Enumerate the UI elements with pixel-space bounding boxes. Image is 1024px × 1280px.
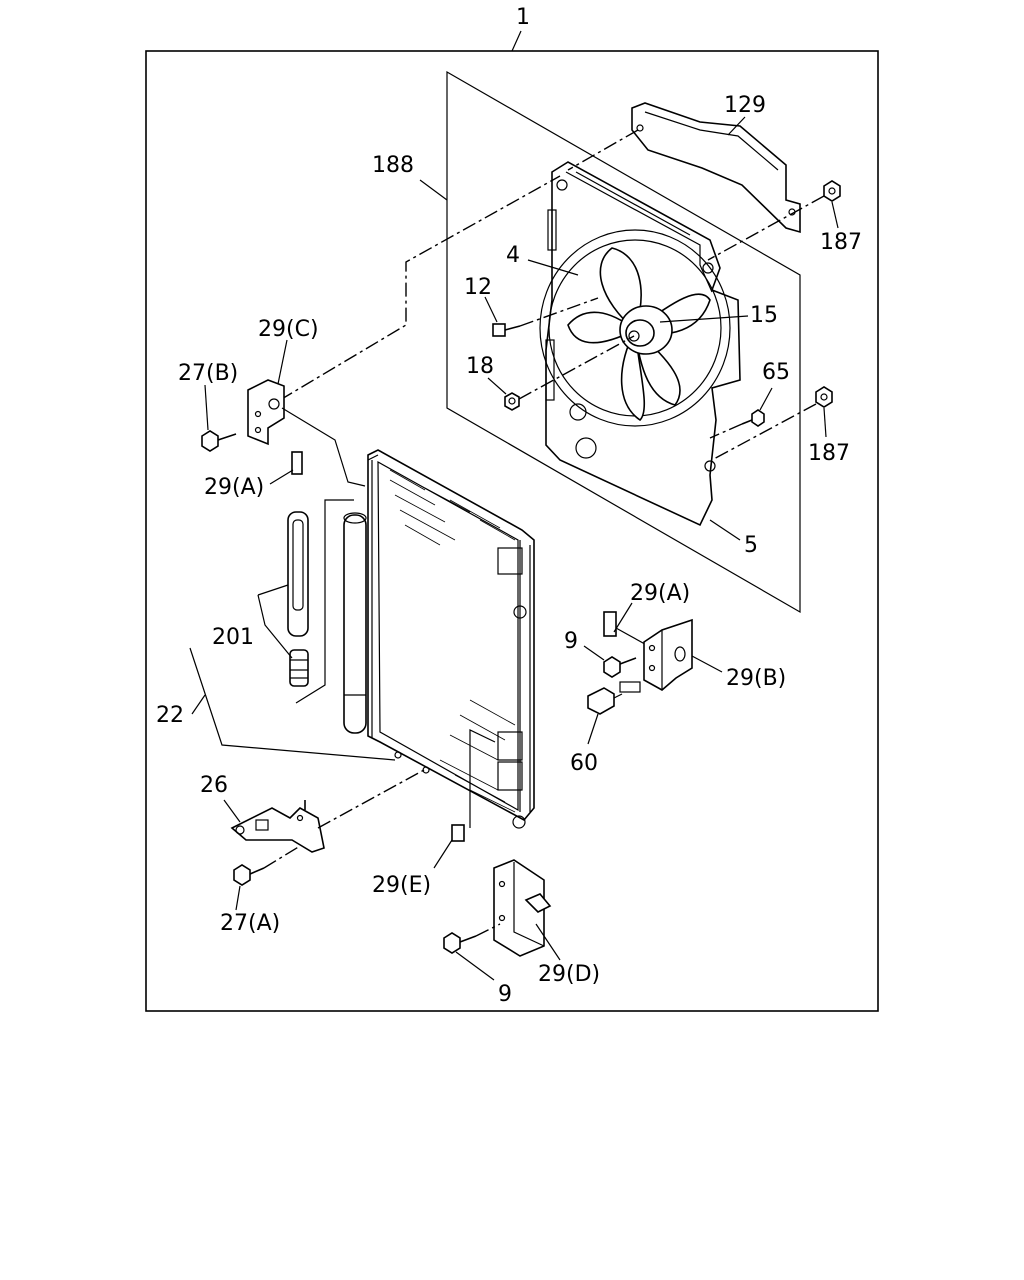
bracket-29d: [493, 859, 552, 957]
leader-29d: [535, 923, 561, 961]
label-29a-left: 29(A): [204, 475, 264, 500]
label-5: 5: [744, 533, 758, 558]
condenser-fin-hatch: [389, 469, 516, 813]
leader-9-bottom: [455, 951, 495, 981]
label-18: 18: [466, 354, 494, 379]
label-9-right: 9: [564, 629, 578, 654]
axis-29e: [469, 729, 496, 828]
label-29e: 29(E): [372, 873, 431, 898]
bracket-29a-right: [603, 611, 617, 637]
leader-29c: [277, 339, 288, 385]
shroud-bracket-129: [631, 102, 801, 234]
leader-5: [709, 519, 741, 541]
axis-187-upper: [707, 195, 825, 261]
bolt-27b-icon: [201, 430, 237, 452]
label-12: 12: [464, 275, 492, 300]
label-22: 22: [156, 703, 184, 728]
leader-29b: [691, 655, 723, 673]
desiccant-201: [287, 511, 309, 637]
fan-shroud-plane: [446, 70, 801, 614]
leader-18: [487, 377, 507, 395]
leader-187-upper: [831, 201, 839, 229]
label-188: 188: [372, 153, 414, 178]
axis-29a-left: [281, 407, 366, 487]
label-129: 129: [724, 93, 766, 118]
bracket-29b: [643, 618, 693, 691]
label-201: 201: [212, 625, 254, 650]
leader-9-right: [583, 645, 605, 661]
bolt-12-icon: [492, 323, 521, 337]
sensor-60: [587, 681, 641, 715]
label-15: 15: [750, 303, 778, 328]
leader-22: [191, 694, 206, 715]
axis-187-lower: [711, 403, 817, 461]
leader-187-lower: [823, 407, 827, 438]
bracket-29c: [247, 379, 285, 446]
leader-29a-left: [269, 469, 294, 485]
leader-29e: [433, 839, 453, 869]
leader-188: [419, 179, 448, 201]
bracket-29e: [451, 824, 465, 842]
label-187-lower: 187: [808, 441, 850, 466]
plug-201: [289, 649, 309, 687]
leader-60: [587, 713, 599, 745]
bolt-9-bottom-icon: [443, 932, 477, 954]
bracket-29a-left: [291, 451, 303, 475]
label-26: 26: [200, 773, 228, 798]
nut-187-upper-icon: [823, 180, 841, 202]
leader-129: [727, 116, 746, 136]
label-29c: 29(C): [258, 317, 319, 342]
label-187-upper: 187: [820, 230, 862, 255]
assembly-frame: [145, 50, 879, 1012]
leader-12: [484, 296, 498, 323]
axis-18: [518, 335, 635, 400]
nut-187-lower-icon: [815, 386, 833, 408]
label-65: 65: [762, 360, 790, 385]
axis-26: [317, 769, 425, 829]
bolt-65-icon: [741, 409, 765, 427]
label-4: 4: [506, 243, 520, 268]
leader-26: [223, 799, 241, 823]
receiver-drier: [343, 512, 367, 734]
label-27a: 27(A): [220, 911, 280, 936]
leader-assembly: [511, 30, 522, 52]
leader-29a-right: [613, 602, 633, 633]
bracket-line-22: [189, 647, 396, 761]
label-assembly: 1: [516, 5, 530, 30]
kit-201-boundary: [295, 499, 354, 704]
fan-4: [539, 229, 731, 427]
label-60: 60: [570, 751, 598, 776]
label-27b: 27(B): [178, 361, 238, 386]
leader-27b: [204, 384, 209, 431]
axis-9-bottom: [475, 923, 501, 937]
axis-27a: [263, 845, 301, 869]
leader-27a: [235, 885, 241, 911]
bolt-27a-icon: [233, 864, 265, 886]
bracket-26: [230, 800, 325, 853]
label-29d: 29(D): [538, 962, 600, 987]
leader-201: [257, 594, 293, 659]
leader-15: [659, 315, 749, 323]
leader-65: [759, 387, 773, 411]
axis-12: [519, 297, 599, 327]
leader-4: [527, 259, 579, 276]
label-29b: 29(B): [726, 666, 786, 691]
label-9-bottom: 9: [498, 982, 512, 1007]
axis-129: [567, 129, 639, 171]
condenser-22: [367, 449, 535, 829]
axis-29c: [279, 175, 561, 401]
bolt-9-right-icon: [603, 656, 637, 678]
axis-65: [709, 423, 743, 439]
leader-201-b: [257, 584, 289, 596]
label-29a-right: 29(A): [630, 581, 690, 606]
nut-18-icon: [504, 392, 520, 411]
